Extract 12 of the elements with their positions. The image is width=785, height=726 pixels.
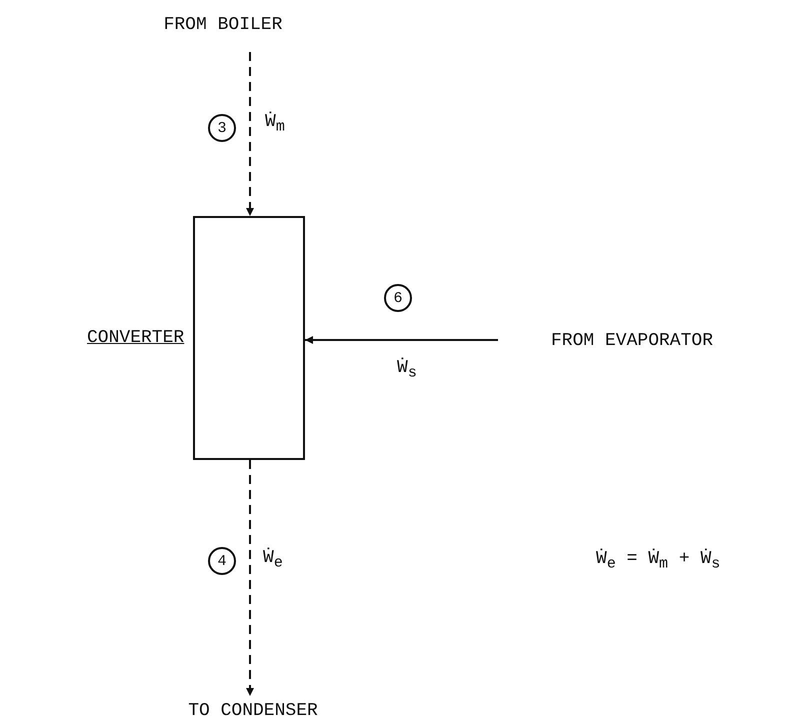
flow-arrow (305, 336, 498, 344)
state-point-number: 4 (208, 547, 236, 575)
flow-endpoint-label: TO CONDENSER (188, 701, 318, 721)
flow-arrow (246, 460, 254, 696)
converter-box (193, 216, 305, 460)
component-name: CONVERTER (87, 328, 184, 348)
flow-endpoint-label: FROM BOILER (164, 15, 282, 35)
flow-arrow (246, 52, 254, 216)
state-point-number: 3 (208, 114, 236, 142)
mass-balance-equation: Ẇ$_{e}$ = Ẇ$_{m}$ + Ẇ$_{s}$ (596, 549, 720, 573)
state-point-number: 6 (384, 284, 412, 312)
flow-endpoint-label: FROM EVAPORATOR (550, 331, 714, 351)
